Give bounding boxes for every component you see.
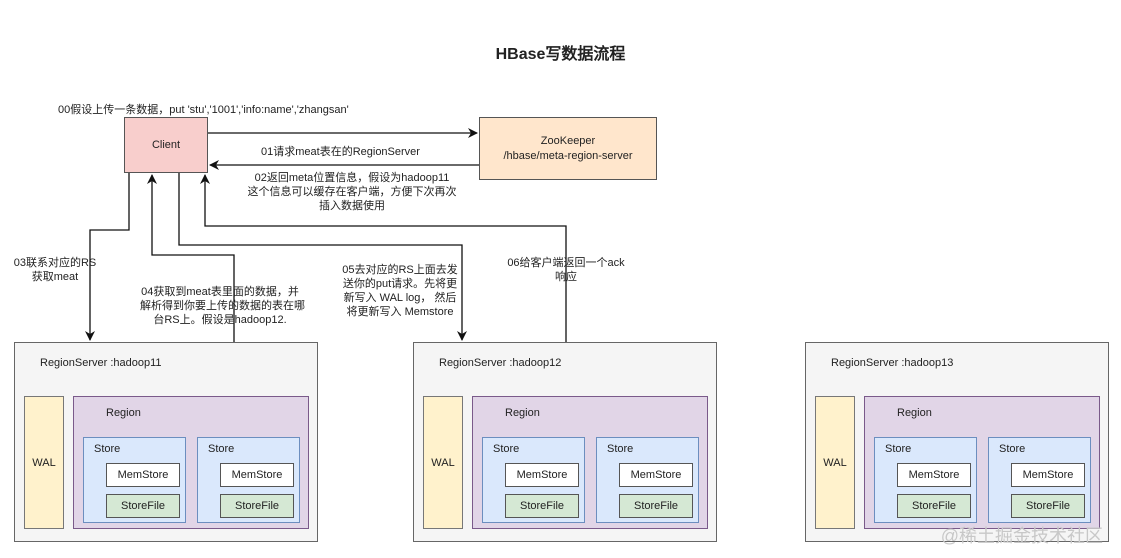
memstore-box: MemStore [220,463,294,487]
step-03-label: 03联系对应的RS 获取meat [12,256,98,284]
step-04-line1: 04获取到meat表里面的数据，并 [141,286,299,298]
store-title: Store [999,443,1026,455]
step-03-line1: 03联系对应的RS [13,257,97,269]
memstore-box: MemStore [897,463,971,487]
store-title: Store [885,443,912,455]
wal-box: WAL [423,396,463,529]
step-02-line1: 02返回meta位置信息，假设为hadoop11 [254,172,450,184]
store-title: Store [208,443,235,455]
step-02-line2: 这个信息可以缓存在客户端，方便下次再次 [247,186,457,198]
step-04-label: 04获取到meat表里面的数据，并 解析得到你要上传的数据的表在哪 台RS上。假… [140,285,305,327]
store-box: Store MemStore StoreFile [988,437,1091,523]
step-06-label: 06给客户端返回一个ack 响应 [500,256,632,284]
memstore-box: MemStore [619,463,693,487]
region-title: Region [106,407,141,419]
step-02-label: 02返回meta位置信息，假设为hadoop11 这个信息可以缓存在客户端，方便… [246,171,458,213]
diagram-title: HBase写数据流程 [495,46,626,63]
storefile-box: StoreFile [220,494,294,518]
region-box: Region Store MemStore StoreFile Store Me… [73,396,309,529]
storefile-box: StoreFile [897,494,971,518]
arrow-04 [147,174,235,342]
zookeeper-title: ZooKeeper [540,134,596,147]
regionserver-hadoop13: RegionServer :hadoop13 WAL Region Store … [805,342,1109,542]
zookeeper-path: /hbase/meta-region-server [503,149,633,162]
storefile-box: StoreFile [505,494,579,518]
store-box: Store MemStore StoreFile [197,437,300,523]
arrow-05 [178,173,467,341]
storefile-box: StoreFile [619,494,693,518]
storefile-box: StoreFile [106,494,180,518]
step-01-label: 01请求meat表在的RegionServer [261,146,420,158]
step-06-line2: 响应 [555,271,577,283]
arrow-06 [200,174,567,342]
store-title: Store [607,443,634,455]
arrow-03 [85,173,130,341]
zookeeper-node: ZooKeeper /hbase/meta-region-server [479,117,657,180]
regionserver-title: RegionServer :hadoop13 [831,357,954,369]
memstore-box: MemStore [106,463,180,487]
memstore-box: MemStore [1011,463,1085,487]
storefile-box: StoreFile [1011,494,1085,518]
step-05-line3: 新写入 WAL log， 然后 [343,292,457,304]
store-title: Store [493,443,520,455]
watermark-text: @稀土掘金技术社区 [940,526,1103,546]
regionserver-hadoop12: RegionServer :hadoop12 WAL Region Store … [413,342,717,542]
store-box: Store MemStore StoreFile [83,437,186,523]
regionserver-title: RegionServer :hadoop11 [40,357,162,369]
regionserver-title: RegionServer :hadoop12 [439,357,562,369]
region-box: Region Store MemStore StoreFile Store Me… [864,396,1100,529]
step-05-line2: 送你的put请求。先将更 [342,278,458,290]
store-box: Store MemStore StoreFile [482,437,585,523]
step-05-label: 05去对应的RS上面去发 送你的put请求。先将更 新写入 WAL log， 然… [336,263,464,319]
step-06-line1: 06给客户端返回一个ack [507,257,625,269]
regionserver-hadoop11: RegionServer :hadoop11 WAL Region Store … [14,342,318,542]
step-05-line1: 05去对应的RS上面去发 [342,264,458,276]
store-box: Store MemStore StoreFile [596,437,699,523]
client-node: Client [124,117,208,173]
wal-box: WAL [815,396,855,529]
region-title: Region [505,407,540,419]
region-title: Region [897,407,932,419]
store-box: Store MemStore StoreFile [874,437,977,523]
store-title: Store [94,443,121,455]
step-00-label: 00假设上传一条数据，put 'stu','1001','info:name',… [58,104,349,116]
step-05-line4: 将更新写入 Memstore [346,306,454,318]
wal-box: WAL [24,396,64,529]
region-box: Region Store MemStore StoreFile Store Me… [472,396,708,529]
step-04-line3: 台RS上。假设是hadoop12. [153,314,287,326]
step-02-line3: 插入数据使用 [319,200,385,212]
step-03-line2: 获取meat [31,271,79,283]
step-04-line2: 解析得到你要上传的数据的表在哪 [140,300,305,312]
memstore-box: MemStore [505,463,579,487]
